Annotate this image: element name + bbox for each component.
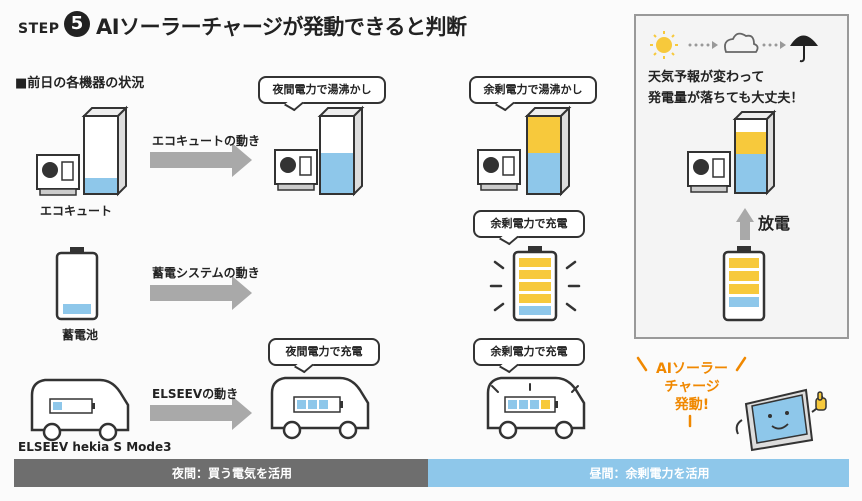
discharge-arrow: [736, 208, 754, 240]
ecocute-night: [274, 105, 365, 197]
promo-line1: AIソーラー: [655, 361, 729, 377]
discharge-label: 放電: [758, 214, 791, 233]
footer-day-label: 昼間：余剰電力を活用: [589, 466, 710, 481]
ecocute-day-bubble: 余剰電力で湯沸かし: [469, 76, 597, 104]
footer-night-bar: 夜間：買う電気を活用: [14, 459, 428, 487]
promo-line2: チャージ: [664, 379, 720, 395]
ecocute-label: エコキュート: [40, 204, 113, 218]
battery-label: 蓄電池: [62, 328, 99, 342]
ecocute-day: [477, 105, 572, 197]
ecocute-before: [36, 105, 129, 197]
battery-arrow-label: 蓄電システムの動き: [152, 266, 260, 280]
panel-text-line1: 天気予報が変わって: [648, 70, 765, 85]
umbrella-icon: [790, 35, 818, 63]
panel-text: 天気予報が変わって 発電量が落ちても大丈夫！: [648, 67, 848, 109]
mascot-monitor-icon: [735, 388, 827, 452]
footer-day-bar: 昼間：余剰電力を活用: [428, 459, 849, 487]
promo-burst-icon: [636, 356, 747, 428]
promo-text: AIソーラー チャージ 発動!: [642, 360, 742, 414]
section-label: ■前日の各機器の状況: [15, 76, 145, 91]
glow-rays-icon: [489, 260, 581, 312]
panel-text-line2: 発電量が落ちても大丈夫！: [648, 91, 804, 106]
ev-arrow: [150, 396, 252, 430]
dotted-arrow-2: [762, 41, 786, 49]
ev-day: [486, 376, 586, 440]
ev-arrow-label: ELSEEVの動き: [152, 387, 239, 401]
ev-night-bubble: 夜間電力で充電: [268, 338, 380, 366]
cloud-icon: [724, 32, 759, 53]
battery-before: [55, 247, 99, 321]
battery-day-bubble: 余剰電力で充電: [473, 210, 585, 238]
ev-day-bubble: 余剰電力で充電: [473, 338, 585, 366]
ev-night: [270, 376, 370, 440]
ecocute-arrow-label: エコキュートの動き: [152, 134, 261, 148]
panel-ecocute: [687, 109, 777, 196]
panel-battery: [722, 246, 766, 322]
step-prefix: STEP: [18, 21, 60, 37]
step-number-badge: 5: [64, 11, 90, 37]
page-title: AIソーラーチャージが発動できると判断: [96, 15, 467, 39]
sun-icon: [650, 31, 678, 59]
battery-arrow: [150, 276, 252, 310]
battery-day: [489, 246, 581, 322]
promo-line3: 発動!: [674, 397, 710, 413]
ev-label: ELSEEV hekia S Mode3: [18, 440, 172, 454]
ecocute-tank-before: [81, 105, 129, 197]
ecocute-arrow: [150, 143, 252, 177]
footer-night-label: 夜間：買う電気を活用: [171, 466, 292, 481]
ecocute-night-bubble: 夜間電力で湯沸かし: [258, 76, 386, 104]
ev-before: [30, 378, 130, 442]
dotted-arrow-1: [688, 41, 718, 49]
